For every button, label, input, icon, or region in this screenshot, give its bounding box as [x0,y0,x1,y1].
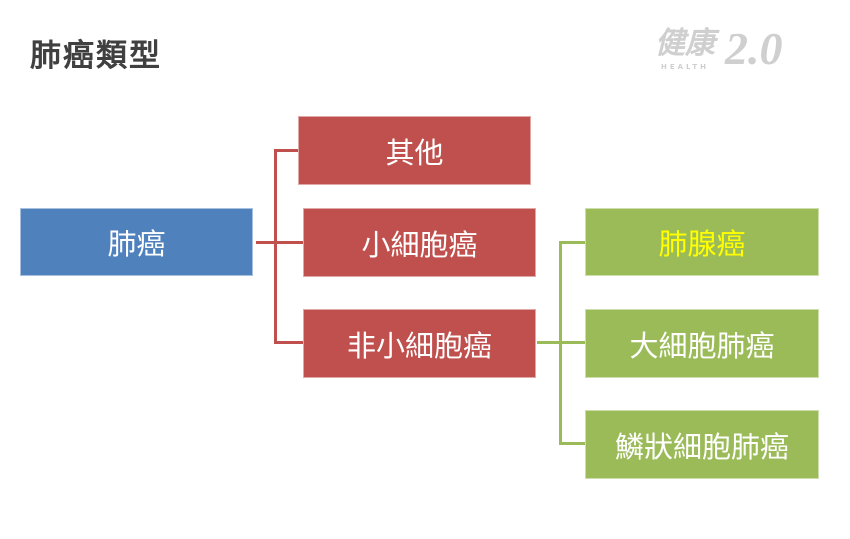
connector-large-cell [559,341,585,344]
logo-chinese: 健康 [655,25,715,61]
node-small-cell: 小細胞癌 [303,208,536,277]
connector-other [274,149,298,152]
node-non-small-cell: 非小細胞癌 [303,309,536,378]
connector-level1-vertical [274,149,277,343]
connector-nsclc [537,341,560,344]
connector-adeno [559,241,585,244]
logo-text-stack: 健康 HEALTH [655,25,715,72]
logo-number: 2.0 [725,23,783,74]
page-title: 肺癌類型 [30,38,162,74]
health-2-0-logo: 健康 HEALTH 2.0 [655,24,789,74]
logo-english: HEALTH [661,62,709,71]
node-lung-cancer: 肺癌 [20,208,253,276]
connector-non-small-cell [274,341,303,344]
node-adenocarcinoma: 肺腺癌 [585,208,819,276]
connector-root [256,241,276,244]
node-squamous: 鱗狀細胞肺癌 [585,410,819,479]
connector-squamous [559,442,585,445]
connector-small-cell [274,241,303,244]
node-large-cell: 大細胞肺癌 [585,309,819,378]
node-other: 其他 [298,116,531,185]
